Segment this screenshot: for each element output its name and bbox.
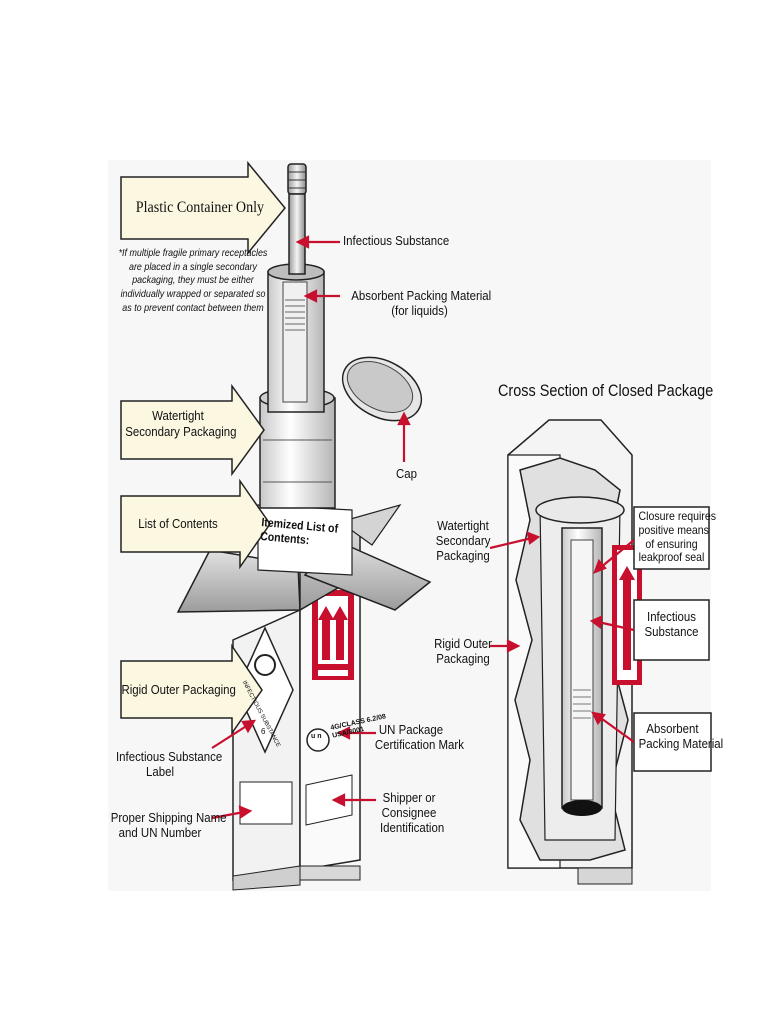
red-pointers-right — [489, 531, 635, 743]
label-absorbent-packing: Absorbent Packing Material (for liquids) — [351, 288, 492, 319]
absorbent-line2: (for liquids) — [391, 302, 448, 318]
cs-rigid-line2: Packaging — [436, 650, 490, 666]
shipper-line3: Identification — [379, 819, 445, 835]
cs-label-watertight: Watertight Secondary Packaging — [435, 518, 491, 564]
un-mark-line2: Certification Mark — [374, 736, 464, 752]
red-pointers-left — [211, 235, 411, 820]
infectious-label-line2: Label — [146, 763, 174, 779]
cross-section-boxes — [633, 506, 712, 772]
callout-list-of-contents: List of Contents — [138, 516, 218, 531]
label-un-package-mark: UN Package Certification Mark — [374, 722, 464, 753]
cs-rigid-line1: Rigid Outer — [434, 636, 492, 651]
callout-arrows — [120, 160, 286, 736]
closure-line4: leakproof seal — [638, 550, 705, 565]
un-mark-line1: UN Package — [378, 722, 444, 737]
absorbent-line1: Absorbent Packing Material — [351, 288, 492, 303]
cs-box-infectious: Infectious Substance — [639, 609, 705, 640]
closure-line3: of ensuring — [645, 536, 698, 551]
callout-rigid-outer: Rigid Outer Packaging — [121, 682, 236, 697]
diamond-class-number: 6 — [261, 727, 266, 736]
cs-label-rigid-outer: Rigid Outer Packaging — [434, 636, 492, 667]
note-line: are placed in a single secondary — [128, 260, 258, 273]
secondary-cylinder-art — [259, 263, 336, 509]
label-infectious-substance-label: Infectious Substance Label — [116, 749, 223, 780]
fragile-receptacles-note: *If multiple fragile primary receptacles… — [117, 247, 268, 315]
callout-watertight-line1: Watertight — [152, 408, 204, 423]
callout-watertight-secondary: Watertight Secondary Packaging — [125, 408, 237, 439]
callout-watertight-line2: Secondary Packaging — [125, 423, 237, 439]
shipper-line1: Shipper or — [382, 790, 436, 805]
cs-box-absorbent: Absorbent Packing Material — [638, 721, 724, 752]
closure-line1: Closure requires — [638, 509, 716, 523]
shipper-line2: Consignee — [381, 804, 437, 820]
cs-infectious-line1: Infectious — [647, 609, 696, 624]
cross-section-title: Cross Section of Closed Package — [498, 381, 714, 400]
note-line: packaging, they must be either — [132, 274, 254, 287]
cross-section-art — [507, 419, 642, 885]
cs-infectious-line2: Substance — [644, 623, 699, 639]
cs-watertight-line3: Packaging — [436, 547, 490, 563]
shipping-line1: Proper Shipping Name — [110, 810, 227, 825]
label-infectious-substance: Infectious Substance — [343, 233, 450, 248]
cs-watertight-line2: Secondary — [435, 532, 491, 548]
note-line: as to prevent contact between them — [122, 301, 264, 314]
outer-box-art — [176, 503, 432, 891]
cs-watertight-line1: Watertight — [437, 518, 489, 533]
cap-art — [341, 356, 423, 422]
label-proper-shipping-name: Proper Shipping Name and UN Number — [110, 810, 227, 841]
primary-tube-art — [287, 163, 307, 275]
callout-plastic-container: Plastic Container Only — [135, 199, 265, 216]
cs-box-closure: Closure requires positive means of ensur… — [638, 509, 716, 565]
un-mark-symbol: u n — [311, 733, 322, 740]
shipping-line2: and UN Number — [118, 824, 202, 840]
cs-absorbent-line1: Absorbent — [646, 721, 699, 736]
infectious-label-line1: Infectious Substance — [116, 749, 223, 764]
label-shipper-consignee: Shipper or Consignee Identification — [379, 790, 445, 836]
note-line: individually wrapped or separated so — [120, 287, 266, 300]
label-cap: Cap — [396, 466, 417, 481]
note-line: *If multiple fragile primary receptacles — [118, 247, 268, 259]
cs-absorbent-line2: Packing Material — [638, 735, 724, 751]
closure-line2: positive means — [638, 522, 709, 537]
